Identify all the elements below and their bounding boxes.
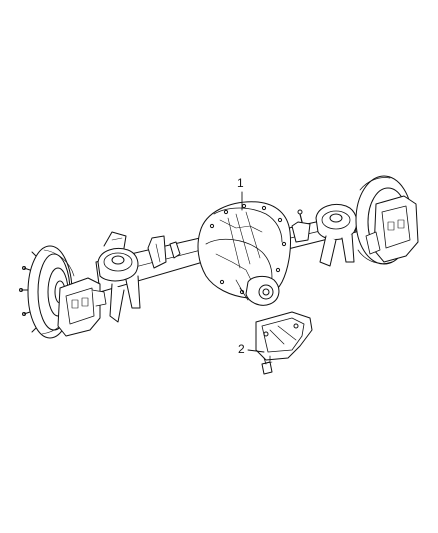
right-brake-caliper xyxy=(365,195,419,263)
left-brake-caliper xyxy=(57,277,107,337)
mounting-bolt xyxy=(261,355,273,375)
callout-number-2: 2 xyxy=(238,342,245,356)
right-spring-perch xyxy=(315,204,358,267)
callout-number-1: 1 xyxy=(237,176,244,190)
left-tube-bracket xyxy=(147,235,181,269)
skid-plate xyxy=(255,311,313,361)
left-spring-perch xyxy=(97,231,141,323)
right-tube-bracket xyxy=(291,209,311,243)
differential-housing xyxy=(197,201,291,306)
leader-line-2 xyxy=(247,349,265,353)
